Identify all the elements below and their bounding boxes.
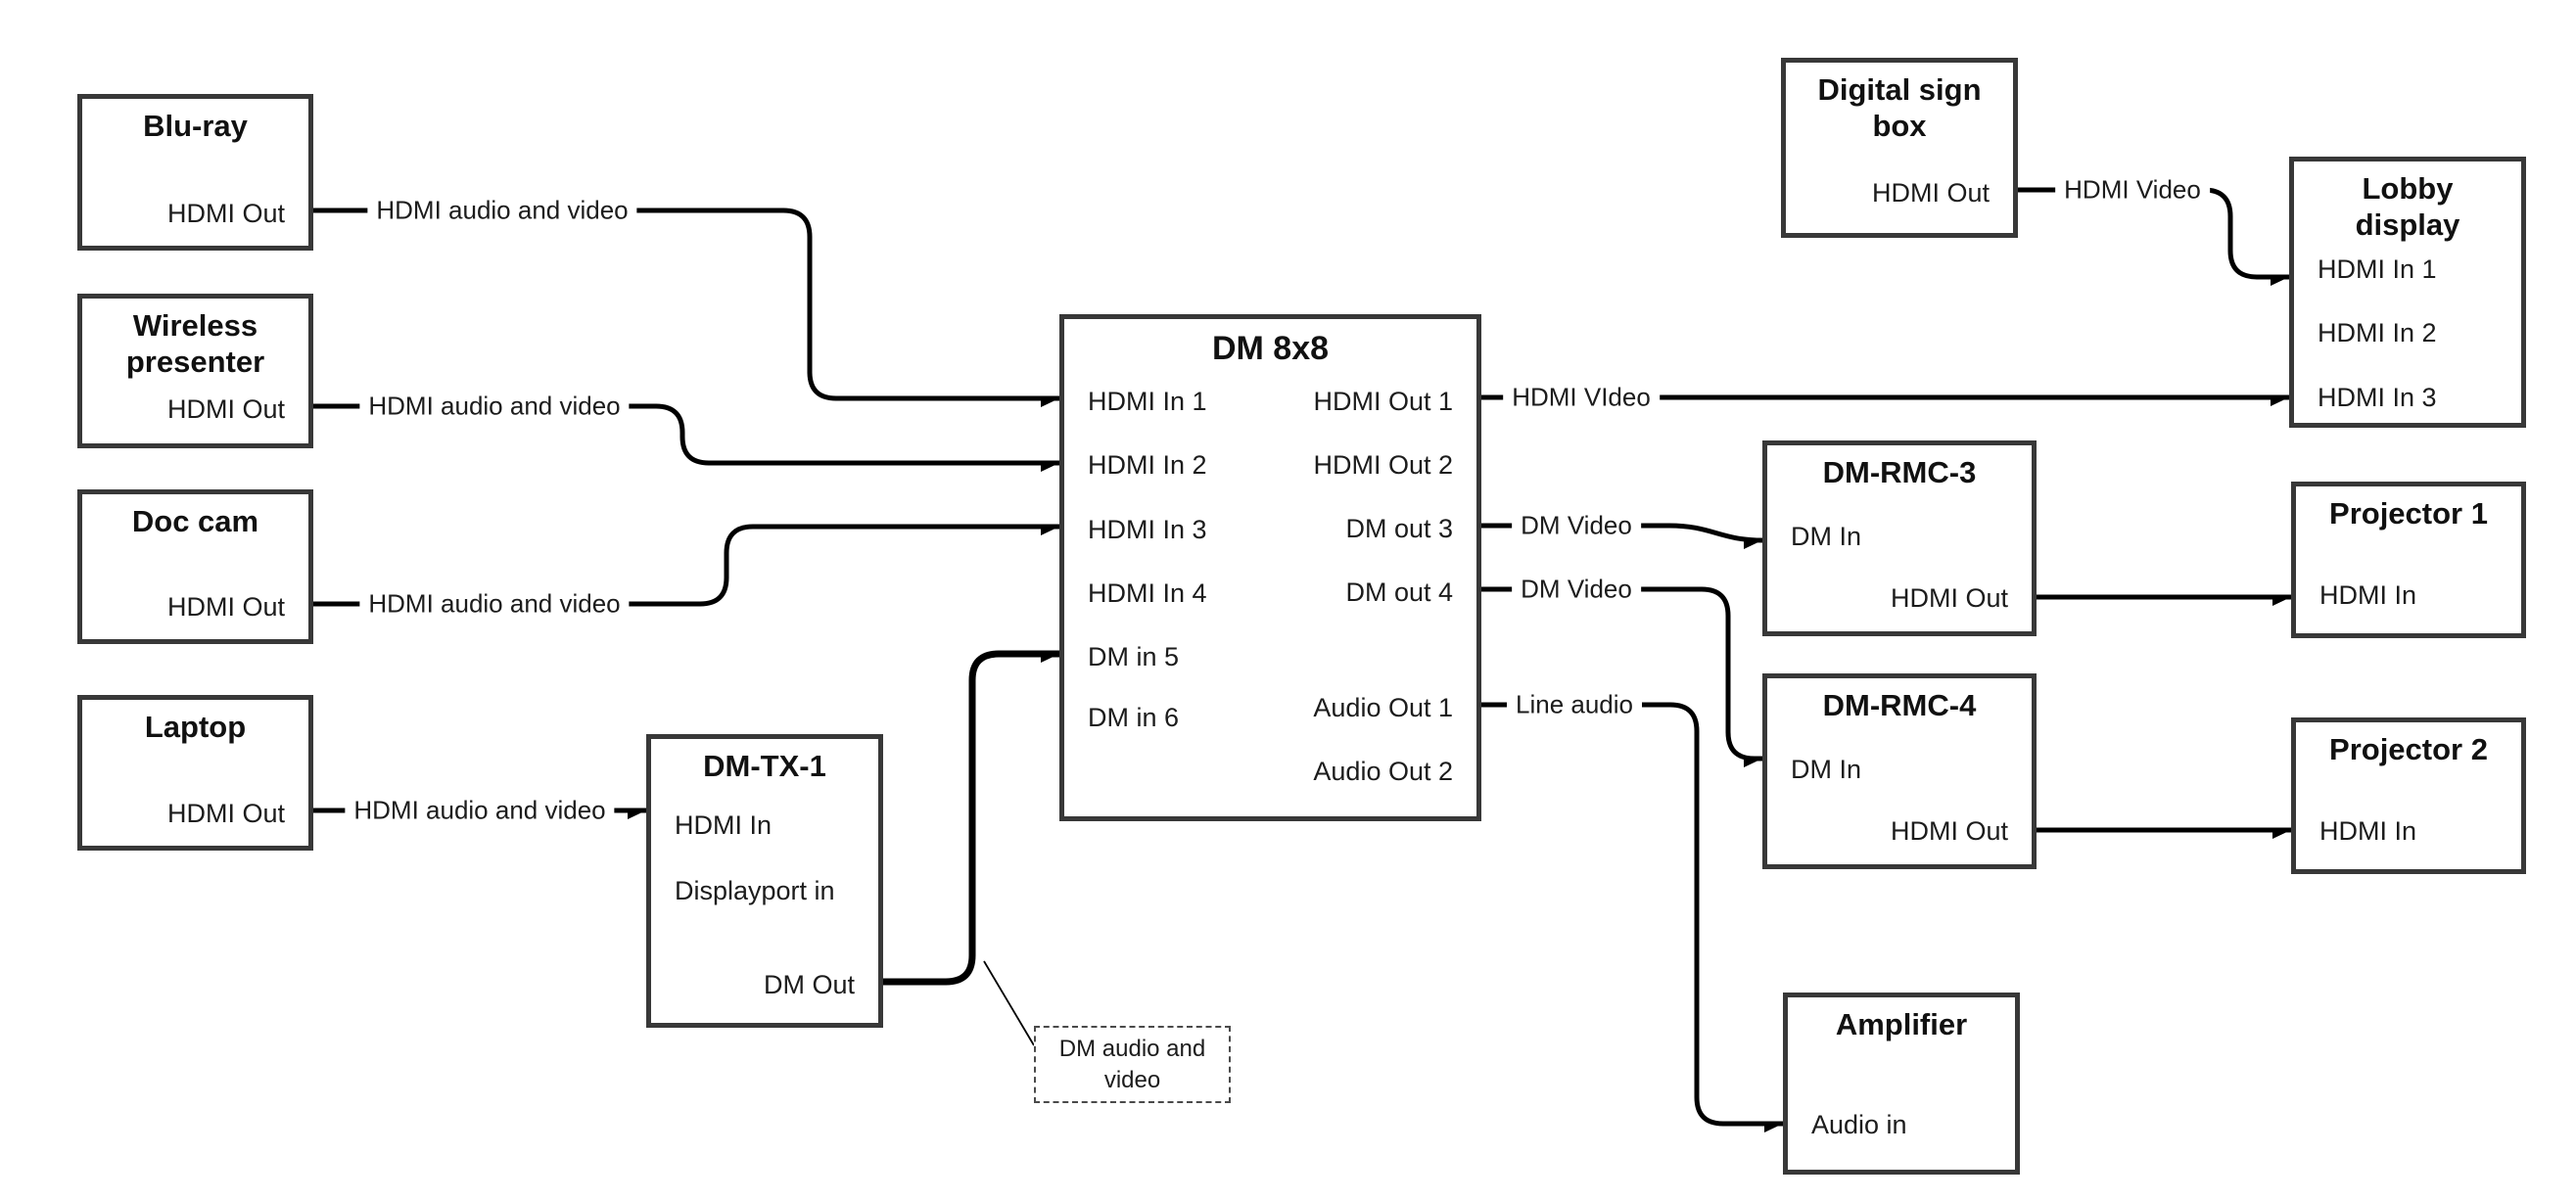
callout-dm-audio-video: DM audio and video: [1034, 1026, 1231, 1103]
edge-dmtx1-dm8x8: [883, 650, 1059, 986]
port-dm8x8-hdmi-in-1: HDMI In 1: [1088, 387, 1207, 416]
port-dmtx1-hdmi-in: HDMI In: [675, 810, 773, 840]
edge-label-dm8x8-rmc4: DM Video: [1512, 573, 1641, 606]
port-dm8x8-dm-in-6: DM in 6: [1088, 703, 1180, 732]
node-title-wireless: Wireless presenter: [125, 308, 265, 379]
node-title-doccam: Doc cam: [131, 504, 259, 538]
node-title-rmc4: DM-RMC-4: [1822, 688, 1977, 722]
port-rmc3-dm-in: DM In: [1791, 522, 1862, 551]
port-lobby-hdmi-in-1: HDMI In 1: [2318, 254, 2437, 284]
port-dmtx1-dm-out: DM Out: [763, 970, 855, 999]
port-dm8x8-dm-out-4: DM out 4: [1345, 577, 1453, 607]
port-amplifier-audio-in: Audio in: [1811, 1110, 1907, 1139]
port-dm8x8-dm-in-5: DM in 5: [1088, 642, 1180, 671]
node-title-amplifier: Amplifier: [1835, 1007, 1968, 1041]
edge-label-dm8x8-amplifier: Line audio: [1507, 688, 1642, 721]
port-proj2-hdmi-in: HDMI In: [2319, 816, 2417, 846]
node-title-dmtx1: DM-TX-1: [703, 749, 826, 783]
edge-label-wireless-dm8x8: HDMI audio and video: [359, 390, 630, 423]
port-laptop-hdmi-out: HDMI Out: [166, 799, 285, 828]
port-rmc4-hdmi-out: HDMI Out: [1890, 816, 2008, 846]
port-dm8x8-hdmi-out-1: HDMI Out 1: [1313, 387, 1453, 416]
edge-bluray-dm8x8: [313, 208, 1059, 398]
node-rmc3: DM-RMC-3 DM In HDMI Out: [1762, 440, 2037, 636]
edge-label-bluray-dm8x8: HDMI audio and video: [367, 194, 637, 227]
port-lobby-hdmi-in-3: HDMI In 3: [2318, 383, 2437, 412]
node-title-laptop: Laptop: [144, 710, 247, 744]
port-dm8x8-dm-out-3: DM out 3: [1345, 514, 1453, 543]
edge-wireless-dm8x8: [313, 403, 1059, 463]
callout-text: DM audio and video: [1058, 1036, 1206, 1093]
port-doccam-hdmi-out: HDMI Out: [166, 592, 285, 622]
node-title-dm8x8: DM 8x8: [1211, 330, 1330, 367]
edge-label-laptop-dmtx1: HDMI audio and video: [345, 794, 615, 827]
port-dm8x8-hdmi-in-4: HDMI In 4: [1088, 578, 1207, 608]
port-dm8x8-hdmi-out-2: HDMI Out 2: [1313, 450, 1453, 480]
node-title-digitalsign: Digital sign box: [1817, 72, 1982, 143]
node-proj1: Projector 1 HDMI In: [2291, 482, 2526, 638]
port-proj1-hdmi-in: HDMI In: [2319, 580, 2417, 610]
port-wireless-hdmi-out: HDMI Out: [166, 394, 285, 424]
port-dm8x8-audio-out-1: Audio Out 1: [1313, 693, 1453, 722]
node-title-lobby: Lobby display: [2355, 171, 2460, 242]
node-title-bluray: Blu-ray: [143, 109, 248, 143]
edge-label-dm8x8-lobby: HDMI VIdeo: [1503, 381, 1660, 414]
edge-label-dm8x8-rmc3: DM Video: [1512, 509, 1641, 542]
port-rmc3-hdmi-out: HDMI Out: [1890, 583, 2008, 613]
edge-dm8x8-rmc3: [1481, 523, 1763, 540]
edge-dm8x8-amplifier: [1481, 702, 1783, 1124]
node-title-rmc3: DM-RMC-3: [1822, 455, 1977, 489]
port-dm8x8-hdmi-in-3: HDMI In 3: [1088, 515, 1207, 544]
port-lobby-hdmi-in-2: HDMI In 2: [2318, 318, 2437, 347]
edge-digitalsign-lobby: [2018, 187, 2289, 277]
port-dmtx1-displayport-in: Displayport in: [675, 876, 835, 905]
port-digitalsign-hdmi-out: HDMI Out: [1871, 178, 1990, 208]
node-rmc4: DM-RMC-4 DM In HDMI Out: [1762, 673, 2037, 869]
node-title-proj2: Projector 2: [2329, 732, 2488, 766]
edge-doccam-dm8x8: [313, 524, 1059, 607]
port-bluray-hdmi-out: HDMI Out: [166, 199, 285, 228]
node-proj2: Projector 2 HDMI In: [2291, 717, 2526, 874]
node-title-proj1: Projector 1: [2329, 496, 2488, 531]
edge-label-digitalsign-lobby: HDMI Video: [2055, 173, 2210, 207]
edge-dm8x8-rmc4: [1481, 586, 1762, 759]
port-dm8x8-audio-out-2: Audio Out 2: [1313, 757, 1453, 786]
port-rmc4-dm-in: DM In: [1791, 755, 1862, 784]
port-dm8x8-hdmi-in-2: HDMI In 2: [1088, 450, 1207, 480]
edge-label-doccam-dm8x8: HDMI audio and video: [359, 587, 630, 621]
callout-leader-line: [983, 960, 1035, 1046]
